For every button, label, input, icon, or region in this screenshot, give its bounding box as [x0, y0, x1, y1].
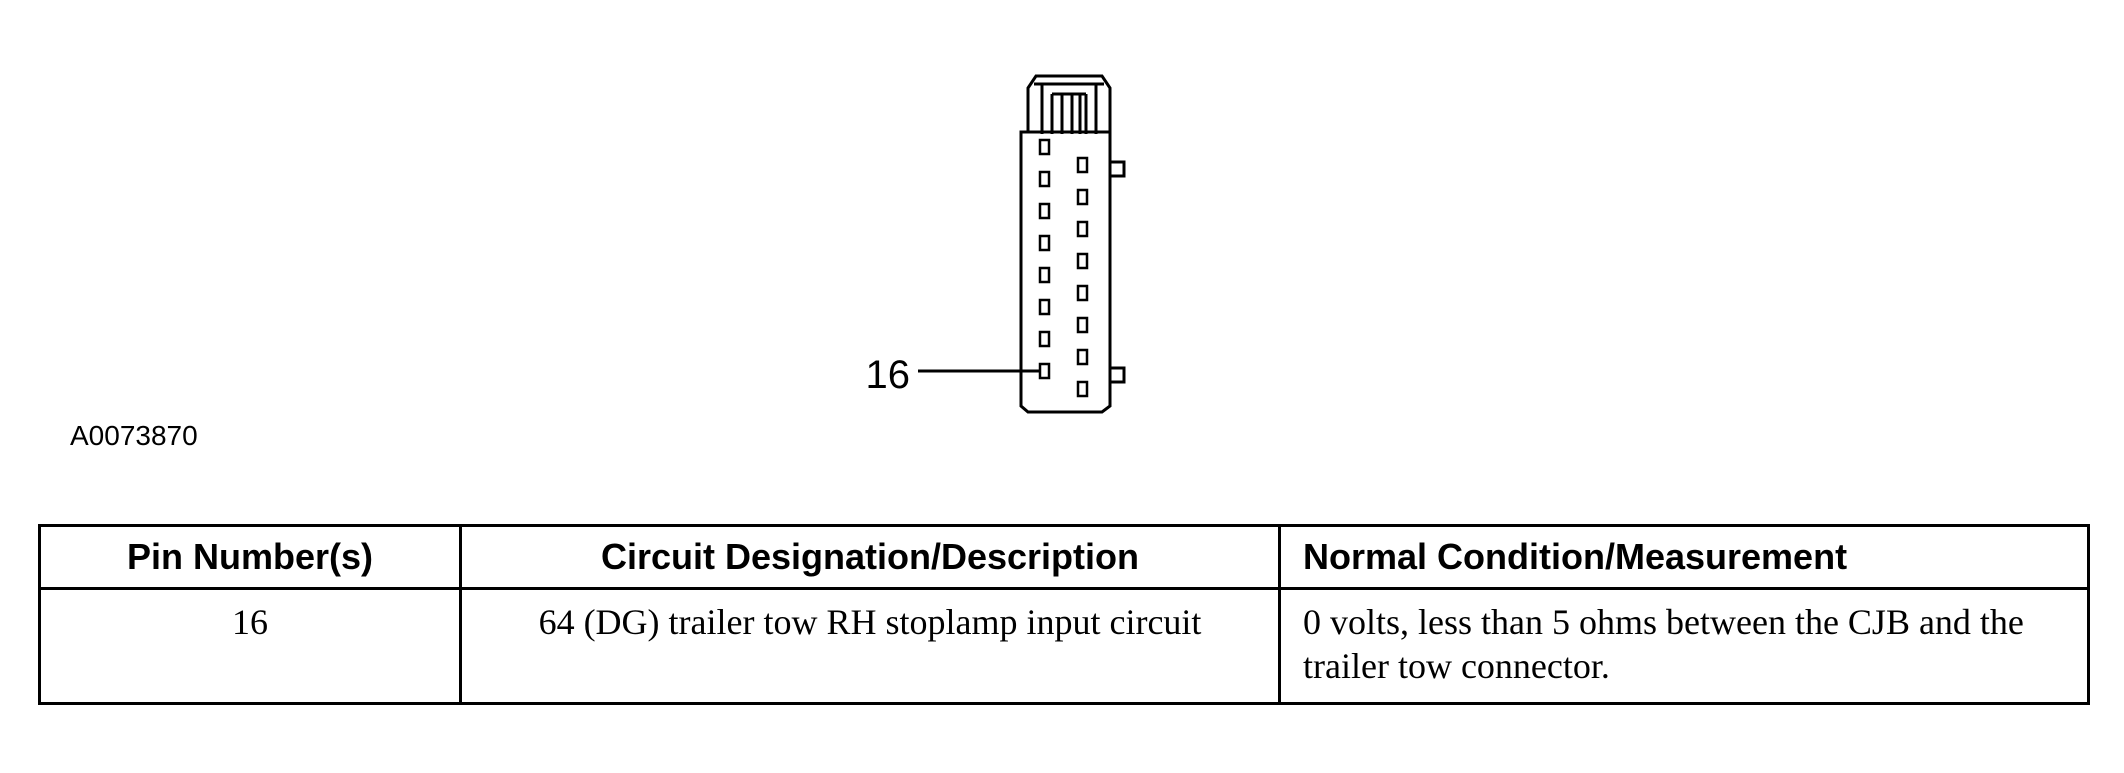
connector-body: [1019, 130, 1126, 414]
table-row: 16 64 (DG) trailer tow RH stoplamp input…: [38, 587, 2090, 705]
connector-latch: [1026, 74, 1112, 134]
pin-table: Pin Number(s) Circuit Designation/Descri…: [38, 524, 2090, 705]
cell-condition: 0 volts, less than 5 ohms between the CJ…: [1278, 587, 2090, 705]
table-header-row: Pin Number(s) Circuit Designation/Descri…: [38, 524, 2090, 590]
header-pin-number: Pin Number(s): [38, 524, 462, 590]
cell-pin: 16: [38, 587, 462, 705]
cell-circuit: 64 (DG) trailer tow RH stoplamp input ci…: [459, 587, 1281, 705]
pin-callout-label: 16: [866, 353, 911, 397]
header-condition: Normal Condition/Measurement: [1278, 524, 2090, 590]
figure-id: A0073870: [70, 420, 198, 451]
header-circuit: Circuit Designation/Description: [459, 524, 1281, 590]
connector-diagram: 16: [866, 74, 1126, 414]
connector-pin-cavities: [1038, 138, 1089, 398]
